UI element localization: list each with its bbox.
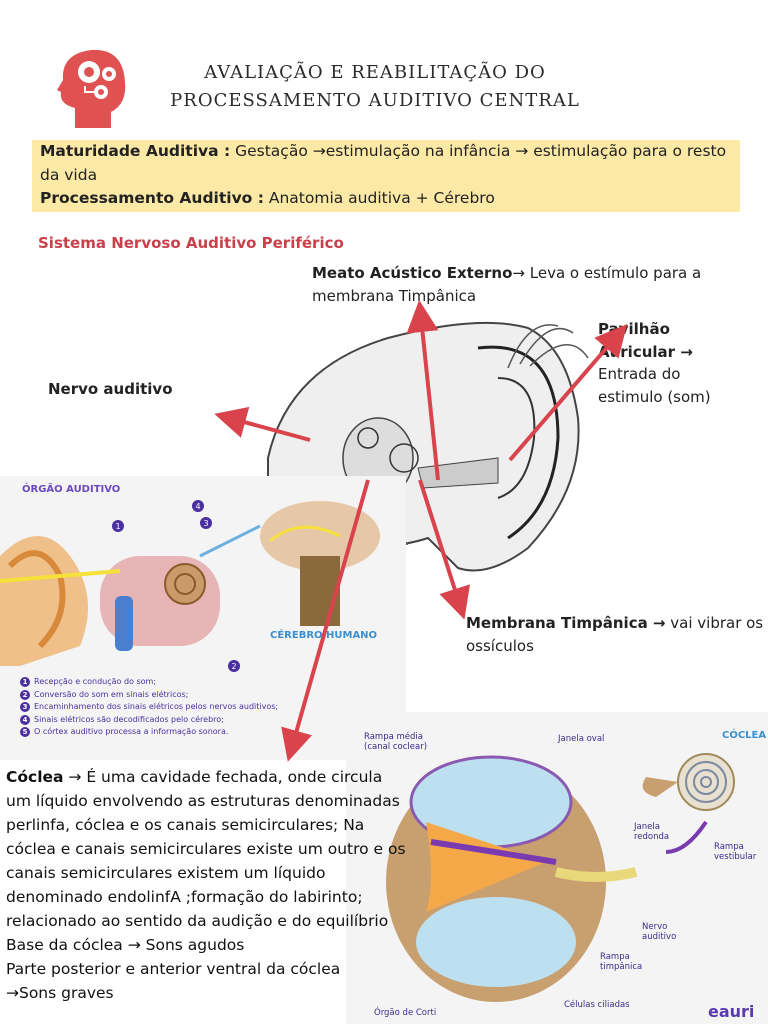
cochlea-label: Cóclea <box>6 768 64 786</box>
maturity-label: Maturidade Auditiva : <box>40 142 231 160</box>
pavilhao-text: Entrada do estimulo (som) <box>598 365 711 406</box>
meato-label: Meato Acústico Externo→ Leva o estímulo … <box>312 262 732 307</box>
brand-logo: eauri <box>708 1002 755 1021</box>
page-title-line1: AVALIAÇÃO E REABILITAÇÃO DO <box>204 62 546 83</box>
svg-text:2: 2 <box>231 662 236 671</box>
svg-text:3: 3 <box>203 519 208 528</box>
membrana-label: Membrana Timpânica → vai vibrar os ossíc… <box>466 612 768 657</box>
janela-oval-label: Janela oval <box>558 734 605 744</box>
cochlea-description: Cóclea → É uma cavidade fechada, onde ci… <box>6 765 406 1005</box>
cochlea-paragraph: → É uma cavidade fechada, onde circula u… <box>6 768 406 930</box>
section-title: Sistema Nervoso Auditivo Periférico <box>38 234 344 252</box>
celulas-label: Células ciliadas <box>564 1000 630 1010</box>
cochlea-posterior: Parte posterior e anterior ventral da có… <box>6 960 341 978</box>
maturity-text: Gestação →estimulação na infância → esti… <box>40 142 727 184</box>
orgao-corti-label: Órgão de Corti <box>374 1008 437 1018</box>
nervo-auditivo-label: Nervo auditivo <box>642 922 677 942</box>
meato-title: Meato Acústico Externo <box>312 264 513 282</box>
processing-label: Processamento Auditivo : <box>40 189 264 207</box>
cochlea-graves: →Sons graves <box>6 984 114 1002</box>
rampa-media-label: Rampa média (canal coclear) <box>364 732 428 752</box>
membrana-text: vai vibrar os ossículos <box>466 614 764 655</box>
cochlea-title: CÓCLEA <box>722 730 767 741</box>
cochlea-diagram: Rampa média (canal coclear) Janela oval … <box>346 712 768 1024</box>
rampa-vestibular-label: Rampa vestibular <box>714 842 757 862</box>
rampa-timpanica-label: Rampa timpânica <box>600 952 643 972</box>
svg-text:4: 4 <box>195 502 200 511</box>
janela-redonda-label: Janela redonda <box>634 822 670 842</box>
page-title-line2: PROCESSAMENTO AUDITIVO CENTRAL <box>170 90 580 111</box>
membrana-title: Membrana Timpânica → <box>466 614 666 632</box>
summary-text: Maturidade Auditiva : Gestação →estimula… <box>40 140 730 211</box>
processing-text: Anatomia auditiva + Cérebro <box>263 189 495 207</box>
organ-diagram: ÓRGÃO AUDITIVO 1 2 3 4 CÉREBRO HUMANO <box>0 476 406 760</box>
nervo-label: Nervo auditivo <box>48 380 173 398</box>
head-gears-icon <box>55 46 130 131</box>
cochlea-base: Base da cóclea → Sons agudos <box>6 936 245 954</box>
summary-highlight <box>32 140 740 212</box>
meato-text: → Leva o estímulo para a membrana Timpân… <box>312 264 702 305</box>
svg-text:1: 1 <box>115 522 120 531</box>
organ-title: ÓRGÃO AUDITIVO <box>22 484 121 495</box>
